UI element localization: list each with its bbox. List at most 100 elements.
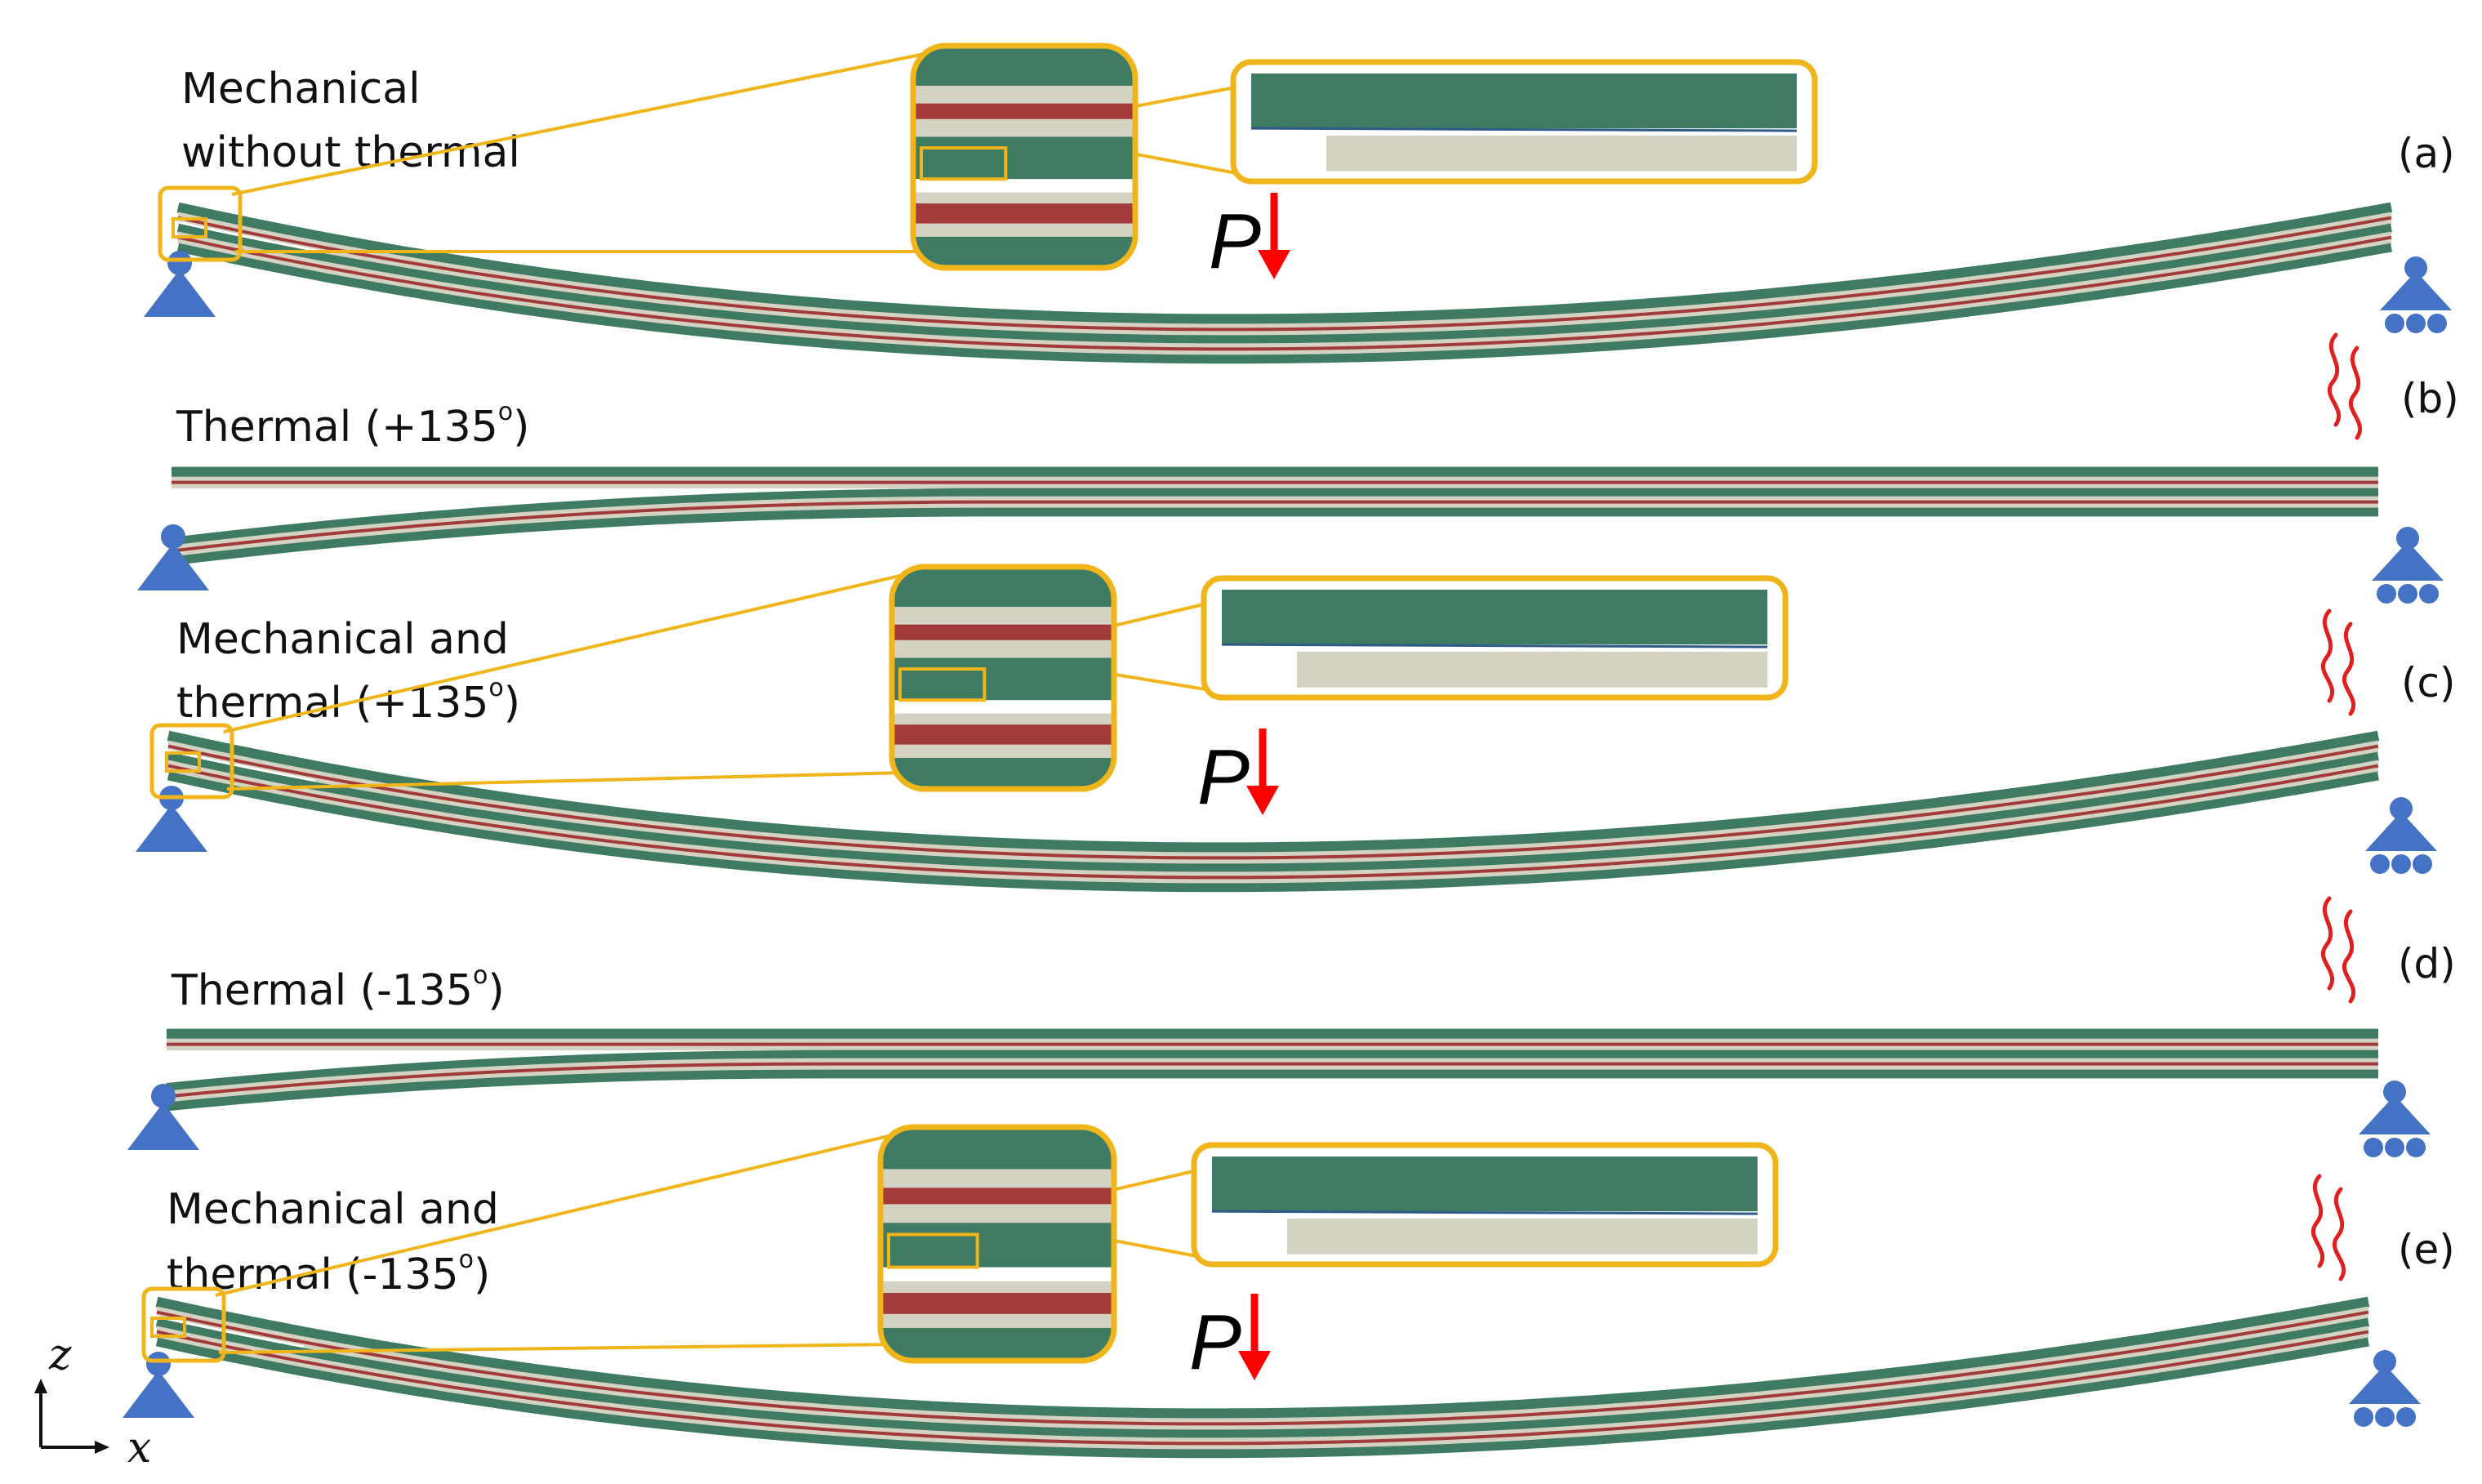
ply-band — [892, 640, 1114, 659]
ply-band — [880, 1293, 1114, 1315]
ply-layer — [155, 1317, 2369, 1439]
ply-layer — [166, 1065, 2378, 1103]
ply-band — [913, 223, 1135, 238]
caption-text: thermal (-135 — [167, 1250, 459, 1299]
caption-text: thermal (+135 — [176, 679, 488, 728]
beam-a — [176, 202, 2393, 364]
ply-band — [892, 567, 1114, 608]
ply-band — [1296, 651, 1767, 688]
load-label: P — [1189, 1299, 1241, 1386]
caption-close: ) — [504, 679, 520, 728]
caption-text: Thermal (-135 — [171, 966, 473, 1015]
panel-tag-e: (e) — [2398, 1226, 2455, 1273]
leader-line — [218, 1343, 896, 1354]
ply-layer — [156, 1333, 2369, 1451]
ply-layer — [167, 751, 2379, 873]
load-c: P — [1197, 729, 1279, 821]
ply-layer — [177, 216, 2392, 332]
beam-c — [167, 730, 2380, 893]
ply-band — [892, 713, 1114, 726]
degree-sign: o — [459, 1246, 474, 1274]
ply-layer — [156, 1326, 2369, 1443]
ply-band — [892, 744, 1114, 759]
down-arrow-icon — [1246, 729, 1279, 815]
degree-sign: o — [488, 674, 503, 702]
interface-line — [1221, 643, 1768, 648]
ply-layer — [167, 764, 2379, 880]
ply-band — [913, 46, 1135, 87]
zoom-region — [149, 723, 234, 800]
ply-layer — [156, 1313, 2369, 1431]
magnified-view — [877, 1124, 1117, 1364]
ply-band — [913, 118, 1135, 138]
caption-line: Mechanical and — [167, 1185, 499, 1234]
ply-band — [1326, 135, 1797, 172]
ply-band — [913, 179, 1135, 194]
degree-sign: o — [498, 398, 513, 426]
ply-layer — [156, 1310, 2369, 1427]
leader-line — [226, 771, 907, 791]
panel-tag-b: (b) — [2401, 375, 2459, 422]
ply-band — [1251, 74, 1797, 129]
ply-band — [1212, 1156, 1758, 1212]
interface-line — [1211, 1210, 1758, 1215]
beam-b — [171, 466, 2378, 566]
ply-band — [1286, 1218, 1758, 1254]
panel-c-caption: Mechanical and thermal (+135o) — [176, 615, 520, 728]
panel-b-caption: Thermal (+135o) — [176, 398, 529, 452]
zoom-region — [158, 185, 243, 262]
ply-layer — [177, 235, 2392, 352]
heat-icon — [2323, 898, 2353, 1001]
ply-band — [892, 624, 1114, 641]
delamination-gap — [177, 221, 326, 254]
ply-band — [880, 1223, 1114, 1268]
ply-band — [880, 1127, 1114, 1170]
ply-layer — [177, 231, 2392, 349]
delamination-opening — [172, 488, 988, 537]
ply-band — [892, 657, 1114, 702]
leader-line — [231, 52, 925, 196]
ply-layer — [167, 767, 2379, 885]
ply-layer — [166, 1062, 2378, 1099]
ply-layer — [166, 1049, 2378, 1092]
ply-layer — [167, 740, 2379, 858]
svg-text:thermal (-135o): thermal (-135o) — [167, 1246, 490, 1299]
ply-layer — [166, 1058, 2378, 1096]
ply-band — [892, 700, 1114, 715]
panel-tag-c: (c) — [2401, 659, 2456, 706]
ply-layer — [167, 760, 2379, 877]
heat-icon — [2313, 1176, 2343, 1279]
heat-icon — [2323, 611, 2353, 714]
roller-support-icon — [2359, 1081, 2431, 1157]
magnified-view — [910, 42, 1139, 271]
delamination-opening — [167, 1050, 820, 1083]
ply-band — [880, 1204, 1114, 1224]
detail-region — [920, 146, 1008, 181]
down-arrow-icon — [1258, 193, 1290, 279]
roller-support-icon — [2380, 256, 2452, 333]
caption-text: Thermal (+135 — [176, 403, 498, 452]
load-label: P — [1197, 733, 1250, 821]
caption-line: Mechanical and — [176, 615, 509, 664]
panel-a-caption: Mechanical without thermal — [181, 65, 520, 177]
load-label: P — [1209, 198, 1261, 285]
axis-triad: z x — [34, 1330, 151, 1473]
zoom-callout-a — [158, 42, 1818, 271]
ply-layer — [156, 1306, 2369, 1424]
ply-band — [1222, 590, 1767, 645]
ply-layer — [176, 202, 2393, 325]
ply-band — [913, 136, 1135, 180]
magnified-view — [889, 564, 1117, 792]
down-arrow-icon — [1238, 1294, 1271, 1380]
ply-band — [892, 606, 1114, 626]
panel-e-caption: Mechanical and thermal (-135o) — [167, 1185, 499, 1299]
roller-support-icon — [2372, 527, 2444, 604]
load-e: P — [1189, 1294, 1271, 1386]
ply-band — [913, 203, 1135, 225]
panel-tag-a: (a) — [2398, 130, 2455, 177]
roller-support-icon — [2349, 1350, 2421, 1427]
beam-e — [155, 1296, 2370, 1459]
ply-layer — [171, 496, 2378, 550]
ply-band — [913, 192, 1135, 205]
ply-layer — [177, 238, 2392, 356]
